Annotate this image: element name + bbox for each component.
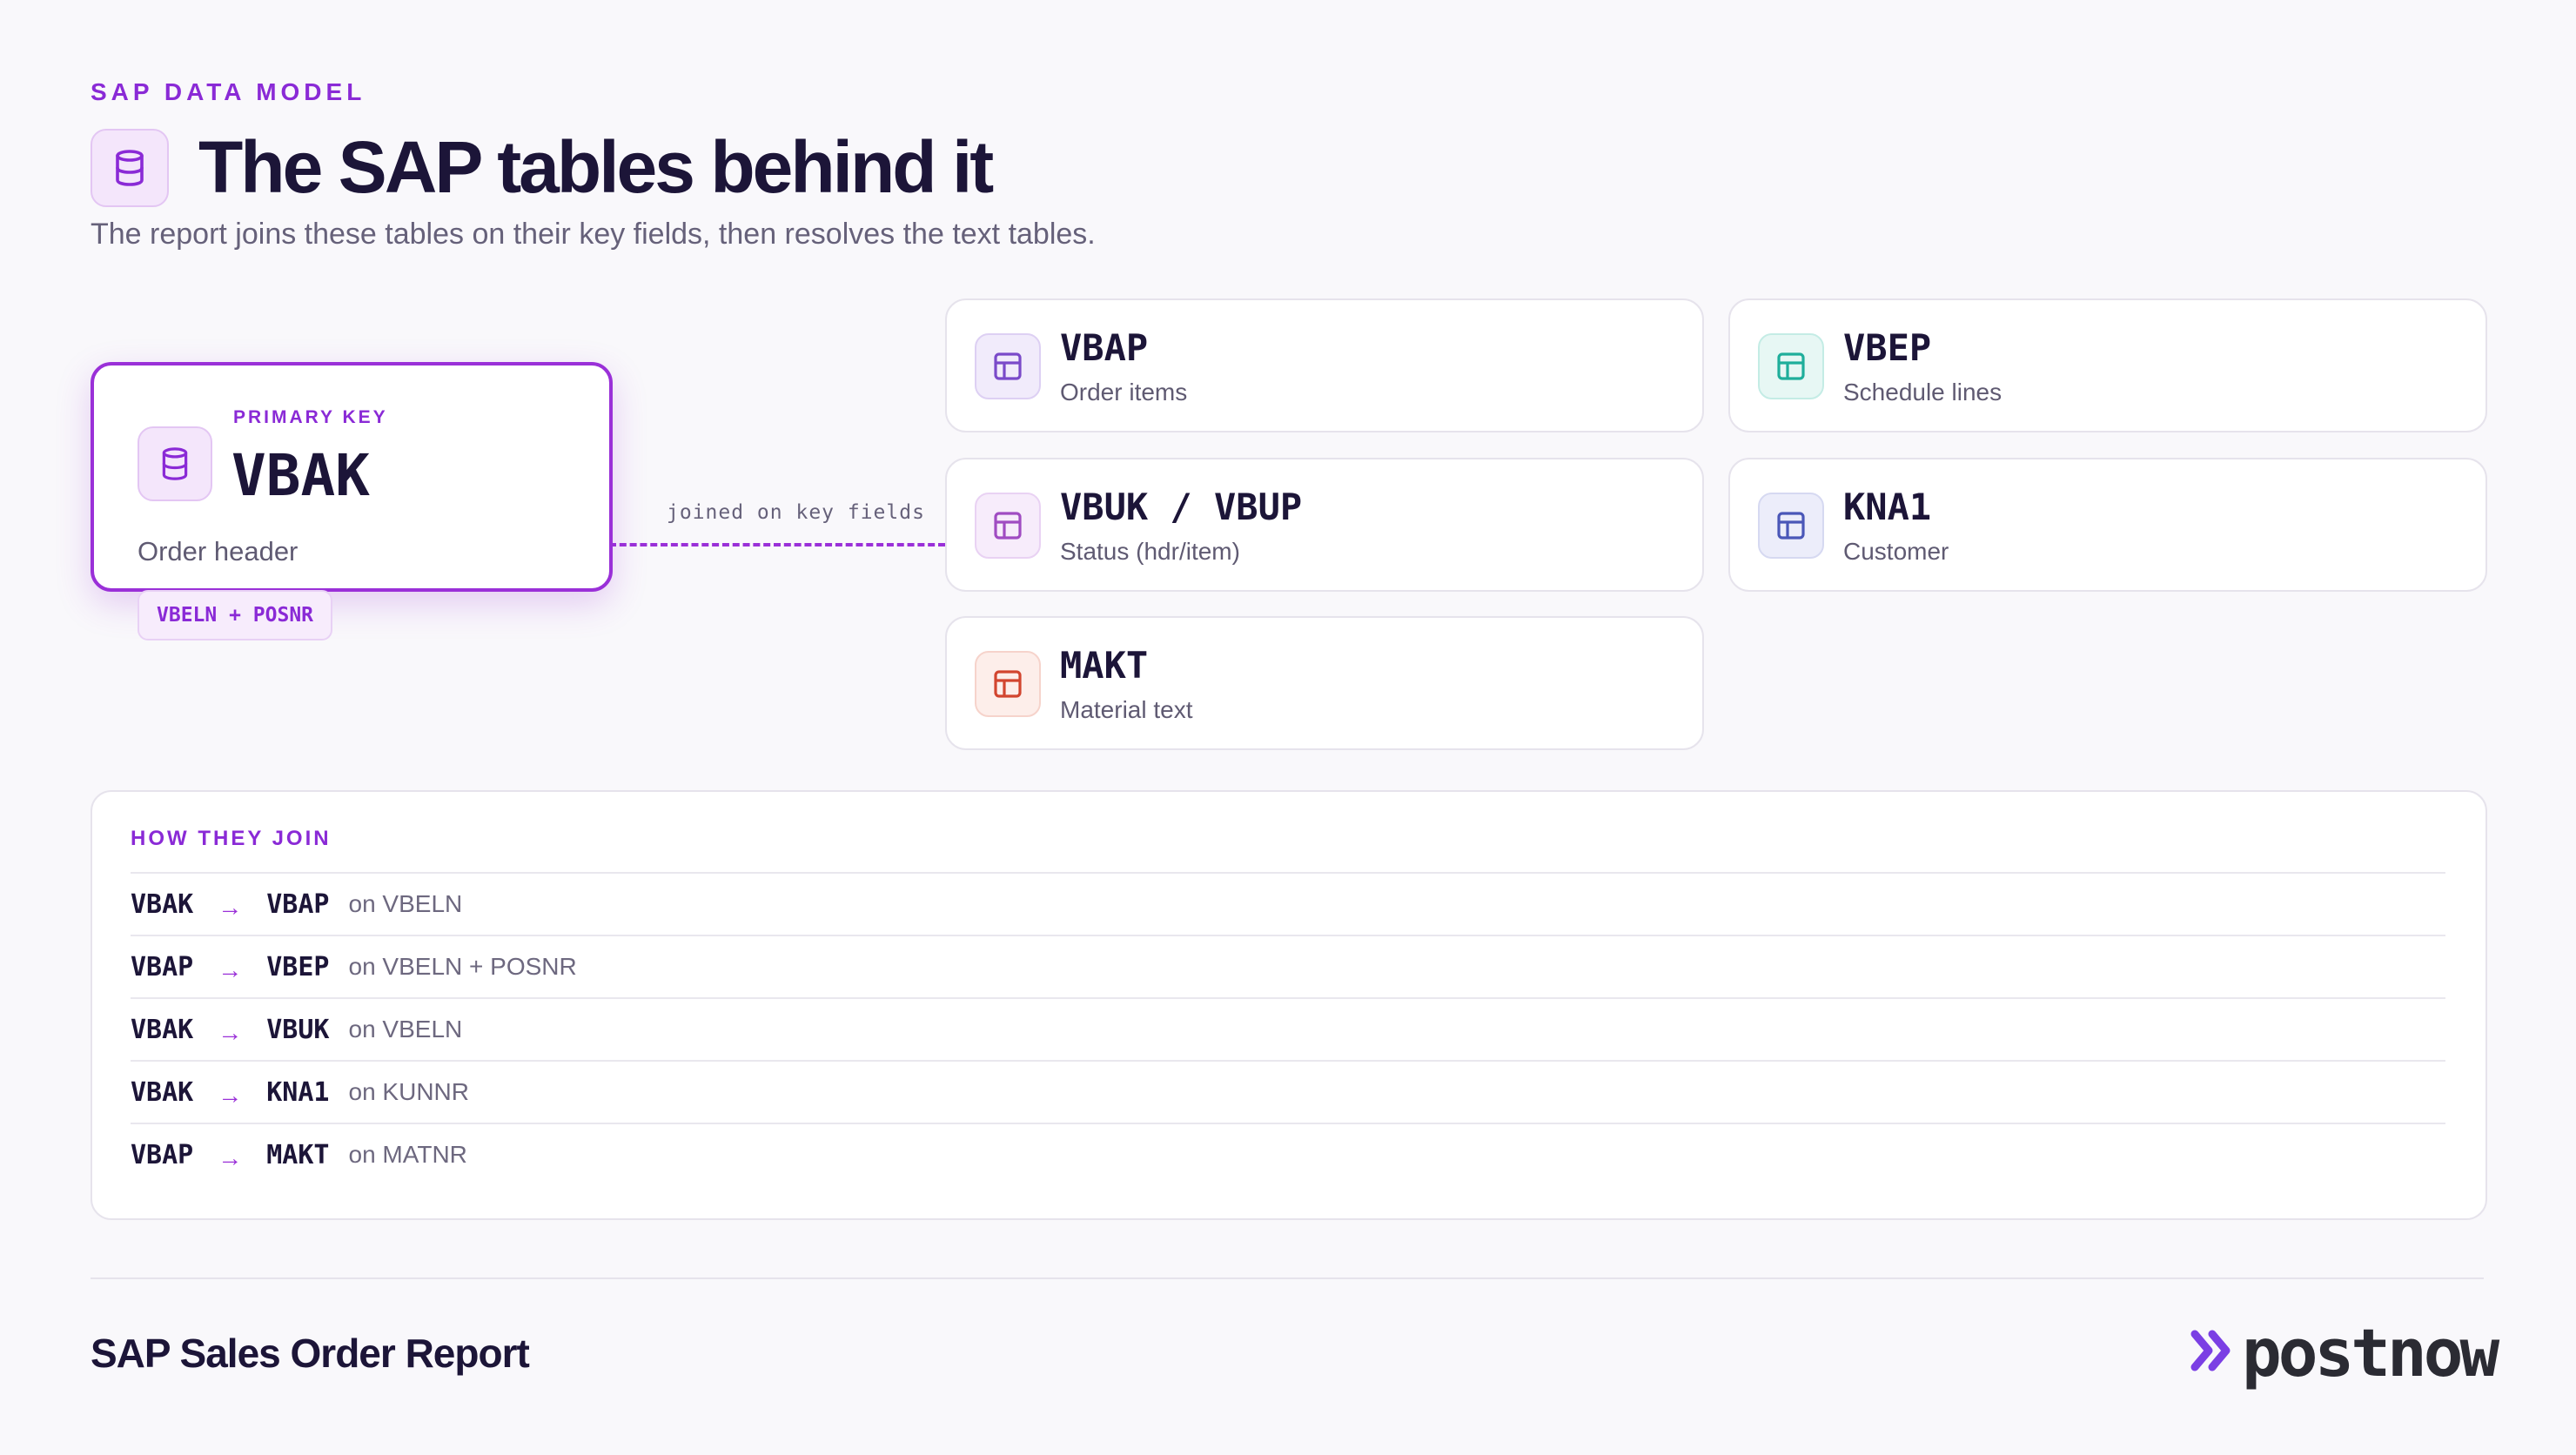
table-description: Customer <box>1843 538 1949 565</box>
table-icon <box>1758 493 1824 559</box>
join-panel-title: HOW THEY JOIN <box>131 827 332 850</box>
join-to: VBEP <box>266 951 330 982</box>
arrow-right-icon: → <box>218 1144 243 1171</box>
database-icon <box>91 128 169 207</box>
footer-divider <box>91 1277 2484 1279</box>
join-condition: on KUNNR <box>348 1078 469 1105</box>
connector-line <box>609 543 945 546</box>
join-panel: HOW THEY JOIN VBAK → VBAP on VBELN VBAP … <box>91 790 2487 1220</box>
title-row: The SAP tables behind it <box>91 125 994 210</box>
join-from: VBAP <box>131 1139 194 1170</box>
table-icon <box>975 651 1041 717</box>
table-description: Status (hdr/item) <box>1060 538 1240 565</box>
join-to: KNA1 <box>266 1076 330 1108</box>
primary-table-description: Order header <box>138 536 299 567</box>
table-card-kna1[interactable]: KNA1 Customer <box>1728 458 2487 592</box>
join-condition: on MATNR <box>348 1141 467 1168</box>
connector-label: joined on key fields <box>667 501 925 524</box>
table-description: Order items <box>1060 379 1188 406</box>
table-description: Material text <box>1060 696 1193 723</box>
join-to: VBUK <box>266 1014 330 1045</box>
table-icon <box>975 333 1041 399</box>
join-from: VBAK <box>131 1076 194 1108</box>
table-card-vbuk-vbup[interactable]: VBUK / VBUP Status (hdr/item) <box>945 458 1704 592</box>
logo-text: postnow <box>2242 1314 2499 1391</box>
primary-table-name: VBAK <box>231 442 370 509</box>
eyebrow-label: SAP DATA MODEL <box>91 78 366 105</box>
join-to: VBAP <box>266 888 330 920</box>
primary-table-card[interactable]: PRIMARY KEY VBAK Order header VBELN + PO… <box>91 362 613 640</box>
join-list: VBAK → VBAP on VBELN VBAP → VBEP on VBEL… <box>131 872 2445 1185</box>
table-name: VBEP <box>1843 326 1932 369</box>
database-icon <box>138 426 212 501</box>
double-chevron-right-icon <box>2188 1325 2237 1380</box>
table-card-vbep[interactable]: VBEP Schedule lines <box>1728 298 2487 432</box>
join-row: VBAK → VBUK on VBELN <box>131 997 2445 1060</box>
join-condition: on VBELN + POSNR <box>348 953 577 980</box>
join-row: VBAK → VBAP on VBELN <box>131 872 2445 935</box>
table-name: KNA1 <box>1843 486 1932 528</box>
table-name: VBAP <box>1060 326 1149 369</box>
page-subtitle: The report joins these tables on their k… <box>91 218 1096 251</box>
table-name: MAKT <box>1060 644 1149 687</box>
join-from: VBAK <box>131 888 194 920</box>
postnow-logo[interactable]: postnow <box>2188 1314 2499 1391</box>
join-from: VBAP <box>131 951 194 982</box>
join-from: VBAK <box>131 1014 194 1045</box>
arrow-right-icon: → <box>218 1019 243 1046</box>
join-row: VBAP → MAKT on MATNR <box>131 1123 2445 1185</box>
table-card-makt[interactable]: MAKT Material text <box>945 616 1704 750</box>
footer-title: SAP Sales Order Report <box>91 1331 530 1376</box>
table-card-vbap[interactable]: VBAP Order items <box>945 298 1704 432</box>
table-icon <box>1758 333 1824 399</box>
page-title: The SAP tables behind it <box>198 126 994 208</box>
arrow-right-icon: → <box>218 894 243 921</box>
join-condition: on VBELN <box>348 890 463 917</box>
join-condition: on VBELN <box>348 1016 463 1043</box>
arrow-right-icon: → <box>218 1082 243 1109</box>
primary-key-label: PRIMARY KEY <box>233 407 388 427</box>
join-row: VBAP → VBEP on VBELN + POSNR <box>131 935 2445 997</box>
table-name: VBUK / VBUP <box>1060 486 1303 528</box>
key-fields-badge: VBELN + POSNR <box>138 590 333 640</box>
table-description: Schedule lines <box>1843 379 2002 406</box>
join-row: VBAK → KNA1 on KUNNR <box>131 1060 2445 1123</box>
arrow-right-icon: → <box>218 956 243 983</box>
table-icon <box>975 493 1041 559</box>
join-to: MAKT <box>266 1139 330 1170</box>
